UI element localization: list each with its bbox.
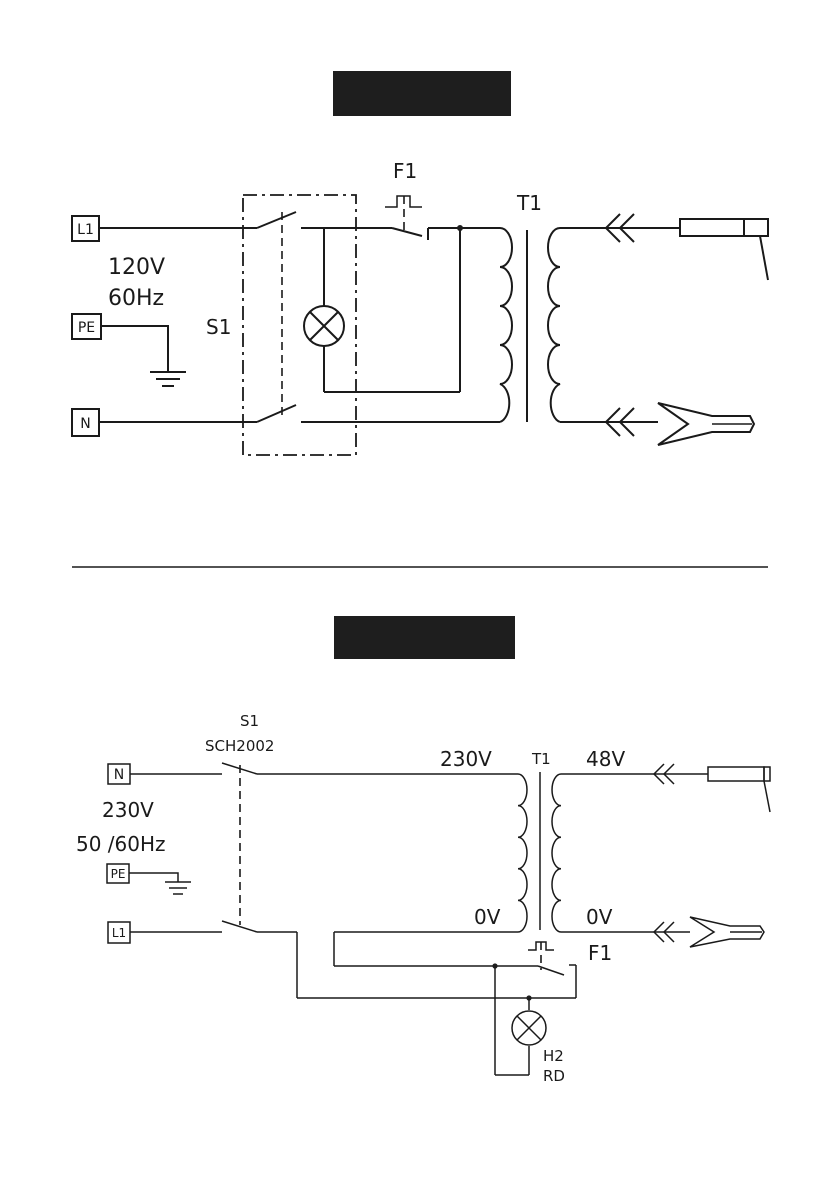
bottom-supply-frequency: 50 /60Hz [76,832,166,856]
top-terminal-n: N [72,409,99,436]
bottom-primary-voltage: 230V [440,747,492,771]
bottom-supply-voltage: 230V [102,798,154,822]
top-transformer-label: T1 [516,191,542,215]
top-earth-clamp [658,403,754,445]
svg-text:L1: L1 [77,222,94,238]
top-supply-frequency: 60Hz [108,286,164,311]
bottom-lamp-color: RD [543,1067,565,1085]
bottom-transformer-label: T1 [531,750,551,768]
top-earth-symbol [101,326,186,386]
bottom-primary-zero: 0V [474,905,501,929]
top-title-banner [333,71,511,116]
bottom-switch-model: SCH2002 [205,737,274,755]
top-transformer-symbol [500,228,560,422]
bottom-terminal-n: N [108,764,130,784]
svg-text:PE: PE [78,320,95,336]
svg-text:N: N [80,416,90,432]
top-breaker-symbol [385,196,422,232]
svg-text:PE: PE [111,867,126,881]
top-terminal-pe: PE [72,314,101,339]
bottom-primary-return [334,932,564,975]
bottom-lamp-label: H2 [543,1047,564,1065]
top-breaker-label: F1 [393,159,417,183]
bottom-breaker-label: F1 [588,941,612,965]
bottom-switch-label: S1 [240,712,259,730]
bottom-earth-clamp [690,917,764,947]
bottom-earth-symbol [129,873,191,894]
bottom-electrode-holder [708,767,770,812]
svg-text:N: N [114,767,124,783]
bottom-secondary-wiring [561,764,708,942]
bottom-terminal-pe: PE [107,864,129,883]
bottom-secondary-zero: 0V [586,905,613,929]
svg-text:L1: L1 [112,926,126,940]
top-switch-label: S1 [206,315,231,339]
bottom-title-banner [334,616,515,659]
bottom-terminal-l1: L1 [108,922,130,943]
top-switch-enclosure [243,195,356,455]
top-supply-voltage: 120V [108,255,165,280]
top-n-wiring [99,405,500,422]
top-secondary-wiring [560,214,680,436]
top-junction-dot [457,225,463,231]
top-terminal-l1: L1 [72,216,99,241]
top-electrode-holder [680,219,768,280]
bottom-transformer-symbol [518,772,561,932]
bottom-indicator-lamp [495,966,546,1075]
bottom-secondary-voltage: 48V [586,747,625,771]
top-indicator-lamp [304,306,344,346]
